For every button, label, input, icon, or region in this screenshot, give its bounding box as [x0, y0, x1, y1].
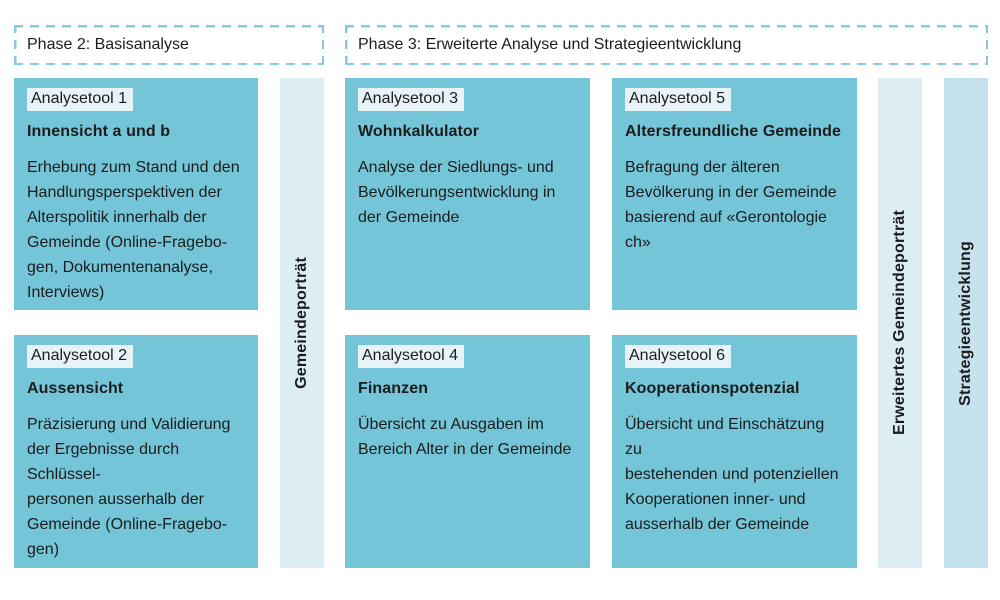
analysetool-6-card: Analysetool 6 Kooperationspotenzial Über…: [612, 335, 857, 568]
analysetool-5-title: Altersfreundliche Gemeinde: [625, 123, 841, 140]
gemeindeportraet-bar: Gemeindeporträt: [280, 78, 324, 568]
phase-3-box: Phase 3: Erweiterte Analyse und Strategi…: [345, 25, 988, 65]
analysetool-4-badge: Analysetool 4: [358, 345, 465, 368]
strategieentwicklung-bar-label: Strategieentwicklung: [957, 240, 974, 406]
analysetool-1-description: Erhebung zum Stand und den Handlungspers…: [27, 159, 240, 301]
analysetool-5-card: Analysetool 5 Altersfreundliche Gemeinde…: [612, 78, 857, 310]
analysetool-2-title: Aussensicht: [27, 380, 124, 397]
analysetool-4-title: Finanzen: [358, 380, 429, 397]
gemeindeportraet-bar-label: Gemeindeporträt: [293, 257, 310, 389]
analysetool-6-title: Kooperationspotenzial: [625, 380, 800, 397]
analysetool-2-card: Analysetool 2 Aussensicht Präzisierung u…: [14, 335, 258, 568]
strategieentwicklung-bar: Strategieentwicklung: [944, 78, 988, 568]
erweitertes-gemeindeportraet-bar-label: Erweitertes Gemeindeporträt: [891, 210, 908, 436]
analysetool-5-description: Befragung der älteren Bevölkerung in der…: [625, 159, 837, 251]
analysetool-5-badge: Analysetool 5: [625, 88, 732, 111]
analysetool-6-description: Übersicht und Einschätzung zu bestehende…: [625, 416, 839, 533]
analysis-phases-diagram: Phase 2: Basisanalyse Phase 3: Erweitert…: [14, 25, 988, 568]
analysetool-3-title: Wohnkalkulator: [358, 123, 480, 140]
analysetool-1-card: Analysetool 1 Innensicht a und b Erhebun…: [14, 78, 258, 310]
analysetool-3-card: Analysetool 3 Wohnkalkulator Analyse der…: [345, 78, 590, 310]
analysetool-4-card: Analysetool 4 Finanzen Übersicht zu Ausg…: [345, 335, 590, 568]
phase-2-label: Phase 2: Basisanalyse: [27, 36, 189, 53]
analysetool-1-title: Innensicht a und b: [27, 123, 171, 140]
analysetool-3-badge: Analysetool 3: [358, 88, 465, 111]
analysetool-6-badge: Analysetool 6: [625, 345, 732, 368]
analysetool-4-description: Übersicht zu Ausgaben im Bereich Alter i…: [358, 416, 572, 458]
erweitertes-gemeindeportraet-bar: Erweitertes Gemeindeporträt: [878, 78, 922, 568]
phase-2-box: Phase 2: Basisanalyse: [14, 25, 324, 65]
analysetool-2-badge: Analysetool 2: [27, 345, 134, 368]
phase-3-label: Phase 3: Erweiterte Analyse und Strategi…: [358, 36, 742, 53]
analysetool-3-description: Analyse der Siedlungs- und Bevölkerungse…: [358, 159, 556, 226]
analysetool-2-description: Präzisierung und Validierung der Ergebni…: [27, 416, 231, 558]
analysetool-1-badge: Analysetool 1: [27, 88, 134, 111]
